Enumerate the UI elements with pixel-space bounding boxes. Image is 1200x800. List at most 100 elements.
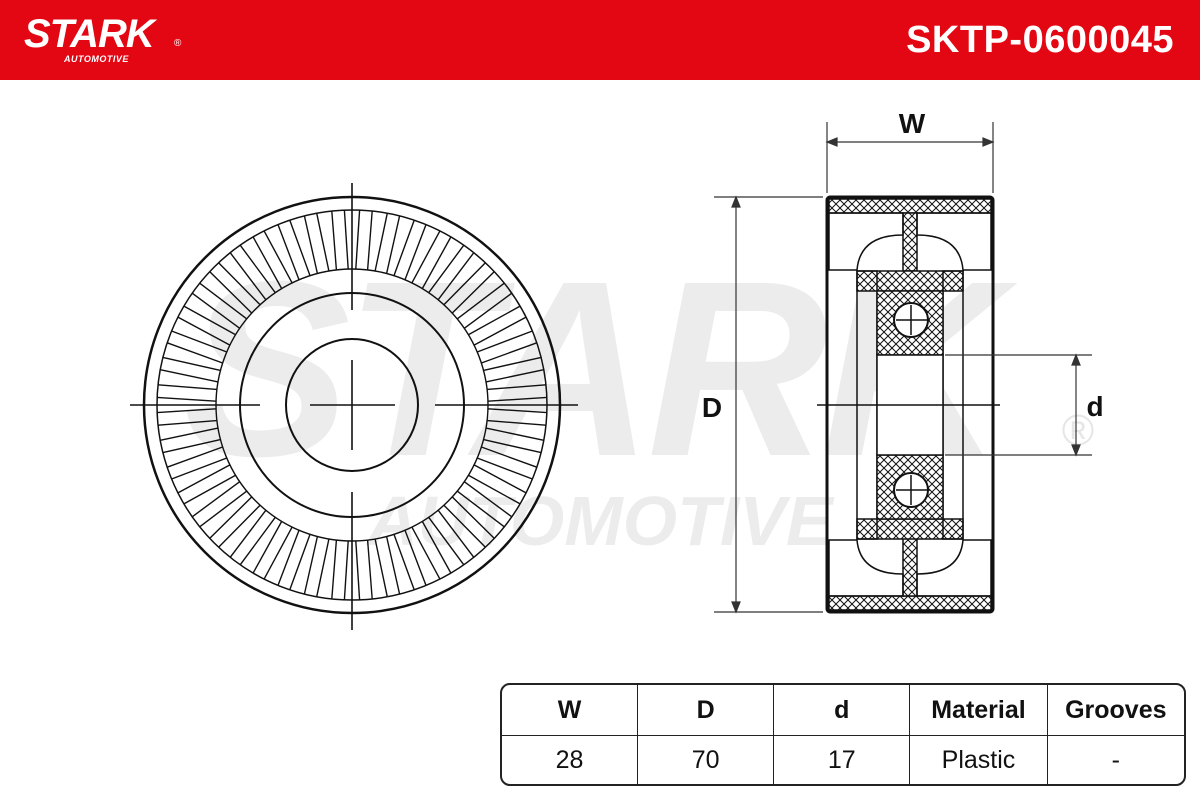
header-bar: STARK ® AUTOMOTIVE SKTP-0600045	[0, 0, 1200, 80]
rib-line	[331, 540, 338, 600]
rib-line	[277, 224, 300, 281]
rib-line	[451, 496, 495, 539]
rib-line	[316, 213, 330, 272]
pulley-section-view	[817, 195, 1000, 614]
rib-line	[411, 230, 441, 284]
rib-line	[229, 509, 267, 558]
rib-line	[157, 419, 217, 426]
rib-line	[404, 529, 427, 586]
rib-line	[487, 408, 547, 414]
table-header-row: W D d Material Grooves	[502, 685, 1184, 736]
stark-logo: STARK ® AUTOMOTIVE	[24, 12, 181, 64]
rib-line	[476, 330, 533, 353]
rib-line	[157, 384, 217, 391]
rib-line	[218, 262, 261, 306]
rib-line	[487, 396, 547, 402]
table-value-grooves: -	[1111, 745, 1120, 774]
dimension-label-w: W	[899, 108, 926, 139]
logo-registered-mark: ®	[174, 38, 182, 49]
rib-line	[374, 213, 388, 272]
rib-line	[355, 210, 361, 270]
rib-line	[463, 292, 513, 329]
table-value-D: 70	[638, 736, 775, 784]
rib-line	[160, 369, 219, 383]
rib-line	[191, 292, 241, 329]
rib-line	[468, 305, 521, 336]
rib-line	[157, 396, 217, 402]
dimension-label-inner-diameter: d	[1086, 391, 1103, 422]
rib-line	[191, 481, 241, 518]
rib-line	[277, 529, 300, 586]
table-header-w: W	[502, 685, 639, 736]
rib-line	[443, 504, 486, 548]
rib-line	[162, 438, 221, 454]
rib-line	[468, 474, 521, 505]
dimension-label-outer-diameter: D	[702, 392, 722, 423]
rib-line	[303, 215, 319, 274]
rib-line	[481, 342, 538, 364]
rib-line	[209, 271, 253, 314]
dimensions-table: W D d Material Grooves 28 70 17 Plastic …	[500, 683, 1186, 786]
rib-line	[428, 516, 465, 566]
part-number: SKTP-0600045	[906, 19, 1174, 61]
rib-line	[421, 236, 452, 289]
rib-line	[343, 210, 349, 270]
rib-line	[289, 534, 311, 591]
rib-line	[366, 540, 373, 600]
rib-line	[183, 305, 236, 336]
rib-line	[355, 540, 361, 600]
rib-line	[476, 457, 533, 480]
rib-line	[483, 438, 542, 454]
table-header-grooves: Grooves	[1047, 685, 1184, 736]
rib-line	[366, 210, 373, 270]
table-header-d: d	[774, 685, 911, 736]
rib-line	[162, 356, 221, 372]
rib-line	[183, 474, 236, 505]
table-value-d: 17	[774, 736, 911, 784]
table-header-material: Material	[910, 685, 1048, 736]
rib-line	[404, 224, 427, 281]
rib-line	[487, 419, 547, 426]
rib-line	[171, 330, 228, 353]
rib-line	[443, 262, 486, 306]
rib-line	[473, 316, 527, 346]
rib-line	[451, 271, 495, 314]
logo-brand: STARK	[24, 12, 155, 56]
dimension-lines	[714, 122, 1092, 614]
rib-line	[385, 215, 401, 274]
front-centerlines	[130, 183, 578, 630]
rib-line	[485, 369, 544, 383]
table-header-D: D	[638, 685, 775, 736]
rib-line	[166, 446, 223, 468]
rib-line	[252, 521, 283, 574]
rib-line	[199, 490, 248, 528]
rib-line	[218, 504, 261, 548]
rib-line	[229, 252, 267, 301]
rib-line	[177, 464, 231, 494]
rib-line	[374, 538, 388, 597]
rib-line	[343, 540, 349, 600]
rib-line	[316, 538, 330, 597]
rib-line	[481, 446, 538, 468]
rib-line	[171, 457, 228, 480]
rib-line	[437, 509, 475, 558]
rib-line	[385, 536, 401, 595]
rib-line	[393, 534, 415, 591]
rib-line	[239, 516, 276, 566]
rib-line	[487, 384, 547, 391]
rib-line	[166, 342, 223, 364]
rib-line	[421, 521, 452, 574]
pulley-front-view	[130, 183, 578, 630]
table-value-w: 28	[502, 736, 639, 784]
rib-line	[456, 490, 505, 528]
rib-line	[456, 282, 505, 320]
table-value-material: Plastic	[910, 736, 1048, 784]
rib-line	[252, 236, 283, 289]
rib-line	[473, 464, 527, 494]
logo-subtitle: AUTOMOTIVE	[64, 54, 129, 64]
rib-line	[463, 481, 513, 518]
rib-line	[303, 536, 319, 595]
watermark-subtitle: AUTOMOTIVE	[365, 482, 835, 560]
rib-line	[199, 282, 248, 320]
rib-line	[157, 408, 217, 414]
